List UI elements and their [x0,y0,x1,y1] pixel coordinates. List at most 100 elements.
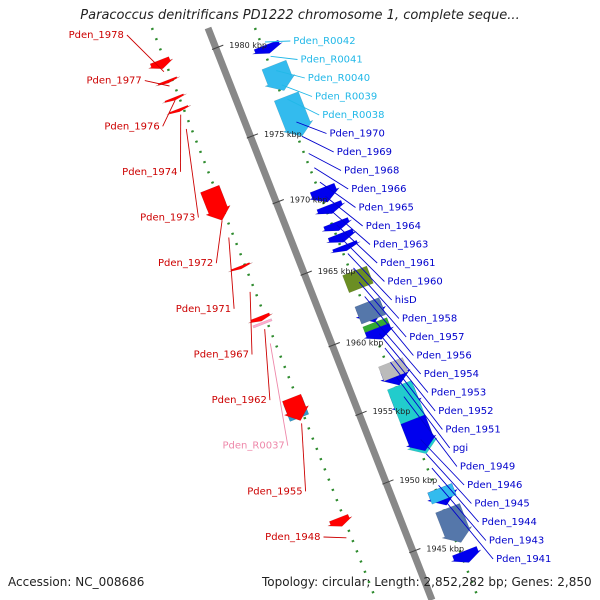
label-connector [264,40,291,43]
label-connector [325,196,363,227]
feature-label-right[interactable]: Pden_1958 [402,314,457,325]
label-connector [390,362,443,430]
feature-label-left[interactable]: Pden_1978 [69,30,124,41]
label-connector [347,253,393,301]
label-connector [249,291,253,355]
feature-forward-33[interactable] [435,503,473,543]
feature-reverse-2[interactable] [162,93,187,104]
feature-label-right[interactable]: Pden_R0038 [322,110,384,121]
feature-forward-14[interactable] [261,59,296,91]
genome-backbone [204,26,436,600]
feature-forward-18[interactable] [321,217,352,232]
scale-label: 1980 kbp [229,41,267,50]
feature-label-right[interactable]: Pden_1953 [431,388,486,399]
scale-tick [211,44,224,50]
feature-label-right[interactable]: Pden_1965 [359,203,414,214]
label-connector [395,376,451,449]
label-connector [358,281,407,338]
scale-label: 1970 kbp [290,196,328,205]
label-connector [264,329,271,401]
feature-label-right[interactable]: Pden_R0040 [308,73,370,84]
label-connector [215,220,223,264]
feature-forward-13[interactable] [252,39,283,55]
scale-label: 1960 kbp [346,339,384,348]
feature-label-right[interactable]: Pden_1943 [489,536,544,547]
feature-label-right[interactable]: Pden_R0041 [301,55,363,66]
feature-reverse-12[interactable] [327,513,353,527]
label-connector [308,153,342,171]
feature-reverse-5[interactable] [200,184,231,221]
feature-label-right[interactable]: Pden_R0039 [315,92,377,103]
label-connector [269,343,289,446]
feature-label-right[interactable]: Pden_1944 [482,517,537,528]
feature-label-right[interactable]: Pden_1946 [467,480,522,491]
feature-label-left[interactable]: Pden_1967 [194,350,249,361]
label-connector [420,439,465,486]
label-connector [364,296,414,356]
feature-forward-25[interactable] [363,322,394,340]
label-connector [431,467,479,523]
feature-label-left[interactable]: Pden_1976 [104,121,159,132]
feature-label-left[interactable]: Pden_1974 [122,167,177,178]
feature-forward-17[interactable] [315,199,346,215]
feature-labels: Pden_1978Pden_1977Pden_1976Pden_1974Pden… [69,30,552,565]
label-connector [126,34,165,73]
feature-label-right[interactable]: Pden_1963 [373,240,428,251]
feature-forward-20[interactable] [330,239,361,254]
feature-label-left[interactable]: Pden_1973 [140,213,195,224]
scale-tick [300,270,312,276]
label-connector [403,396,458,467]
feature-label-right[interactable]: Pden_1952 [438,406,493,417]
feature-label-right[interactable]: Pden_1961 [380,258,435,269]
label-connector [162,100,176,127]
feature-label-left[interactable]: Pden_1977 [86,76,141,87]
feature-label-left[interactable]: Pden_1962 [212,395,267,406]
feature-forward-16[interactable] [308,182,341,203]
feature-label-right[interactable]: hisD [395,295,417,306]
label-connector [319,181,356,208]
feature-label-right[interactable]: Pden_1968 [344,166,399,177]
feature-label-right[interactable]: Pden_1941 [496,554,551,565]
scale-tick [328,342,340,348]
scale-tick [409,548,421,554]
feature-label-right[interactable]: Pden_1966 [351,184,406,195]
feature-label-right[interactable]: Pden_1956 [416,351,471,362]
feature-reverse-6[interactable] [228,262,253,273]
feature-reverse-8[interactable] [252,318,273,329]
feature-label-right[interactable]: Pden_1970 [330,129,385,140]
feature-label-left[interactable]: Pden_1948 [265,532,320,543]
feature-label-right[interactable]: Pden_1949 [460,462,515,473]
accession-text: Accession: NC_008686 [8,575,145,589]
feature-reverse-1[interactable] [155,76,180,87]
feature-reverse-11[interactable] [281,393,310,421]
label-connector [144,80,170,87]
feature-label-right[interactable]: Pden_1954 [424,369,479,380]
label-connectors [126,34,494,560]
feature-label-right[interactable]: pgi [453,443,468,454]
feature-label-right[interactable]: Pden_1945 [474,499,529,510]
scale-label: 1965 kbp [318,267,356,276]
feature-label-right[interactable]: Pden_1951 [445,425,500,436]
feature-label-left[interactable]: Pden_1955 [247,486,302,497]
label-connector [336,224,378,264]
feature-label-right[interactable]: Pden_1964 [366,221,421,232]
feature-forward-30[interactable] [400,414,437,452]
scale-tick [355,410,367,417]
feature-label-right[interactable]: Pden_1960 [387,277,442,288]
feature-label-left[interactable]: Pden_R0037 [223,441,285,452]
feature-label-left[interactable]: Pden_1972 [158,258,213,269]
label-connector [384,347,436,412]
features-layer [148,39,482,563]
topology-text: Topology: circular; Length: 2,852,282 bp… [262,575,592,589]
label-connector [341,238,385,282]
feature-forward-15[interactable] [273,91,314,137]
feature-label-right[interactable]: Pden_1969 [337,147,392,158]
feature-forward-34[interactable] [451,545,482,563]
feature-label-left[interactable]: Pden_1971 [176,304,231,315]
feature-label-right[interactable]: Pden_1957 [409,332,464,343]
scale-label: 1945 kbp [426,545,464,554]
feature-label-right[interactable]: Pden_R0042 [293,36,355,47]
feature-reverse-0[interactable] [148,56,174,70]
